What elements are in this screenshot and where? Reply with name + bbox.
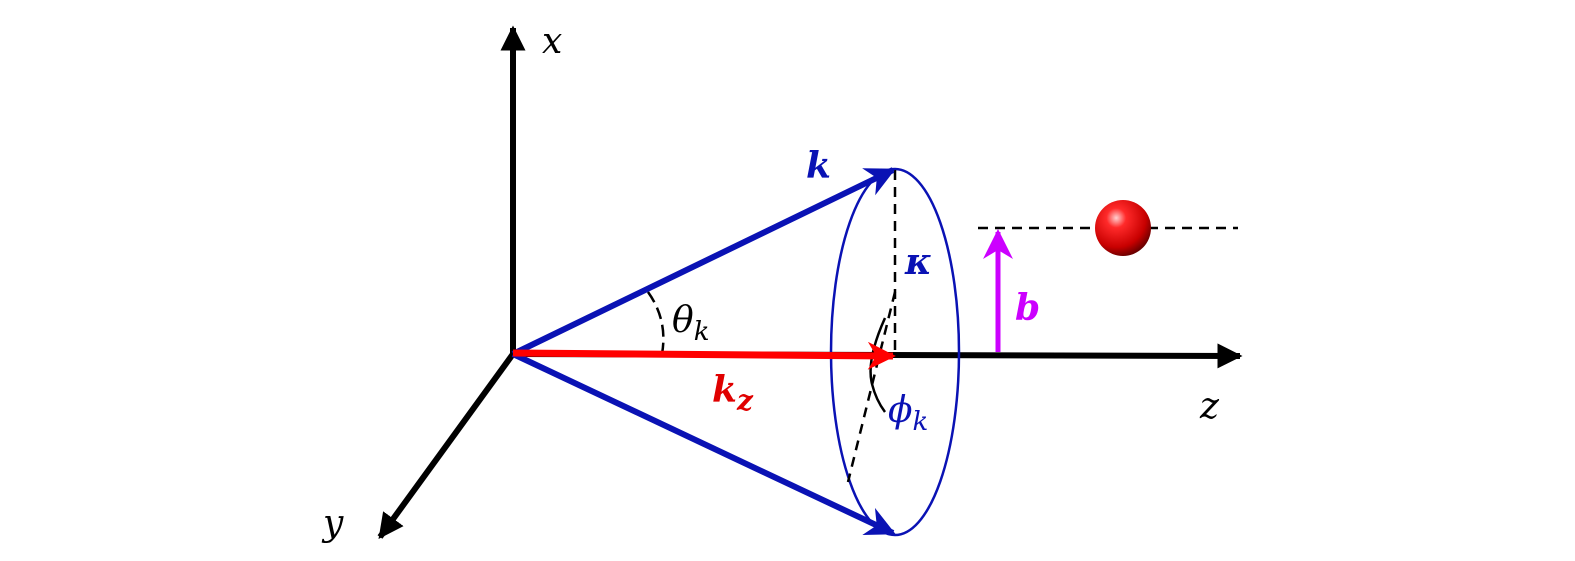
phi-arc	[869, 317, 887, 413]
y-axis-label: y	[321, 503, 344, 544]
x-axis-label: x	[542, 21, 562, 62]
theta-subscript: k	[694, 317, 710, 347]
k-vector-lower	[511, 351, 896, 536]
phi-main: ϕ	[888, 390, 913, 431]
kz-vector-label: kz	[712, 369, 754, 417]
theta-label: θk	[672, 300, 709, 347]
kappa-label: κ	[904, 241, 932, 283]
kz-subscript: z	[736, 384, 754, 417]
k-vector-label: k	[806, 145, 831, 187]
kz-main: k	[712, 369, 737, 411]
diameter-dashed-line	[846, 291, 897, 483]
y-axis	[377, 352, 516, 540]
b-vector-label: b	[1015, 287, 1040, 329]
theta-arc	[646, 291, 665, 355]
kz-vector	[512, 341, 896, 370]
theta-main: θ	[672, 300, 694, 341]
phi-subscript: k	[913, 407, 929, 437]
phi-label: ϕk	[888, 390, 928, 437]
red-sphere-icon	[1095, 200, 1151, 256]
k-vector-upper	[511, 167, 896, 357]
z-axis-label: z	[1199, 386, 1220, 427]
